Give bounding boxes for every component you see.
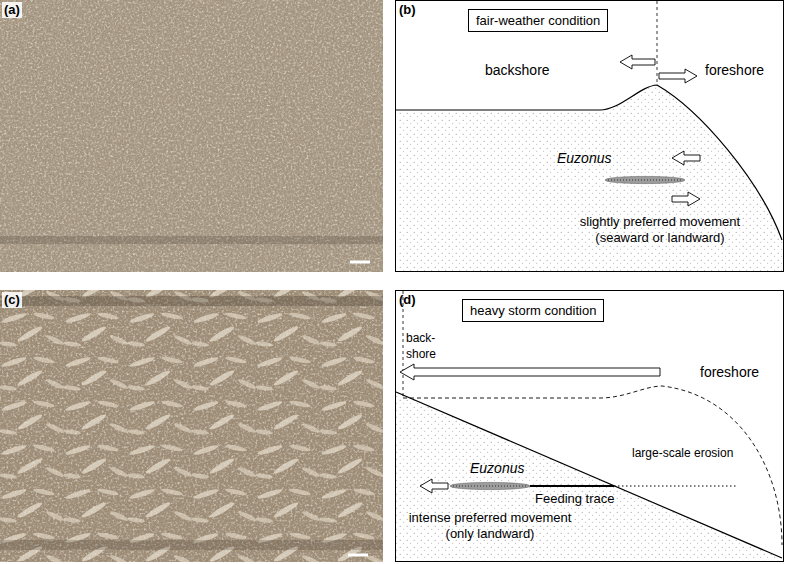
condition-box: fair-weather condition xyxy=(468,9,608,32)
panel-frame: (b) fair-weather condition xyxy=(395,0,784,272)
zone-label: foreshore xyxy=(705,62,764,78)
panel-letter: (d) xyxy=(399,292,416,307)
zone-label: back- shore xyxy=(406,330,442,362)
zone-label: backshore xyxy=(485,62,550,78)
trace-label: Feeding trace xyxy=(535,491,615,507)
movement-note: slightly preferred movement (seaward or … xyxy=(570,214,750,246)
panel-letter: (a) xyxy=(2,2,22,18)
beach-profile-fair xyxy=(396,1,782,271)
erosion-label: large-scale erosion xyxy=(632,445,733,461)
taxon-label: Euzonus xyxy=(557,150,611,166)
panel-letter: (c) xyxy=(2,292,22,308)
movement-note: intense preferred movement (only landwar… xyxy=(405,510,575,542)
condition-title: fair-weather condition xyxy=(476,13,600,28)
beach-profile-storm xyxy=(396,291,782,561)
condition-title: heavy storm condition xyxy=(470,303,596,318)
photo-c xyxy=(0,290,383,562)
photo-a xyxy=(0,0,383,272)
scale-bar xyxy=(350,261,370,264)
panel-letter: (b) xyxy=(399,2,416,17)
scale-bar xyxy=(348,554,368,557)
condition-box: heavy storm condition xyxy=(462,299,604,322)
zone-label: foreshore xyxy=(700,364,759,380)
taxon-label: Euzonus xyxy=(470,460,524,476)
